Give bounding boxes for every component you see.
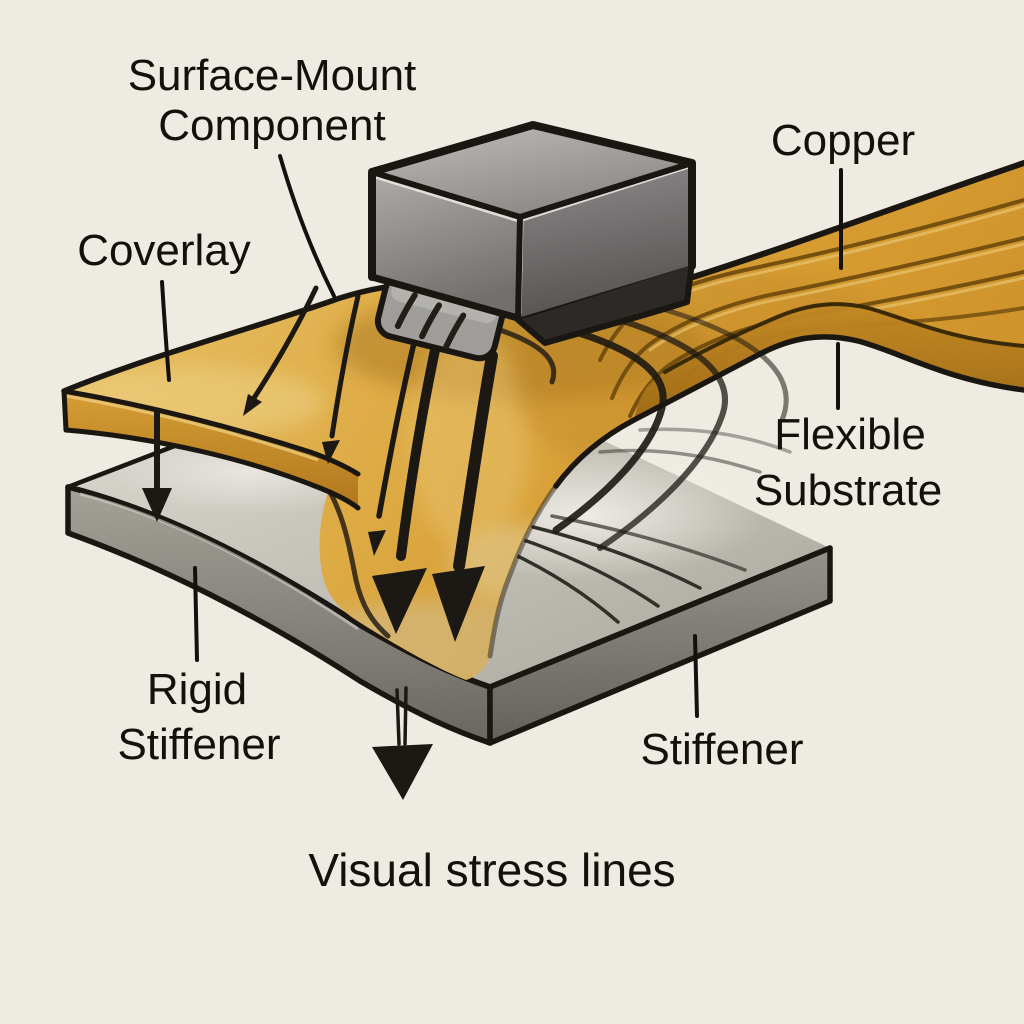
paper-grain-overlay [0, 0, 1024, 1024]
diagram-stage: Surface-Mount Component Copper Coverlay … [0, 0, 1024, 1024]
flex-pcb-stress-diagram: Surface-Mount Component Copper Coverlay … [0, 0, 1024, 1024]
